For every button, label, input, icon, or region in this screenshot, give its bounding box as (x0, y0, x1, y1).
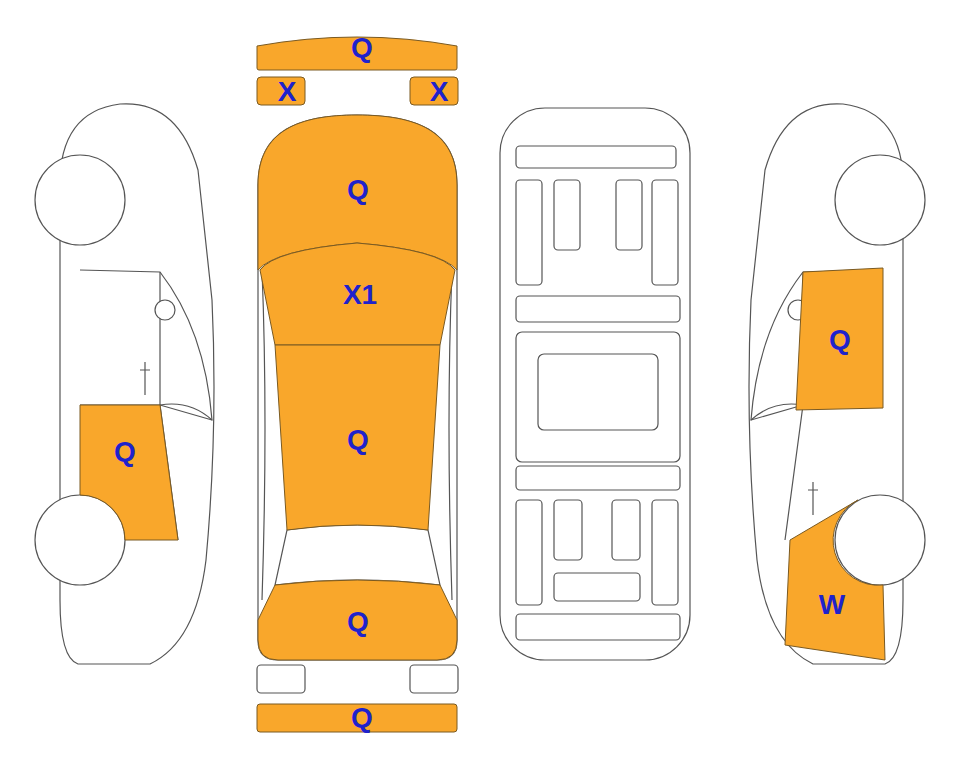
underbody-part (516, 296, 680, 322)
mirror (155, 300, 175, 320)
wheel (835, 495, 925, 585)
headlight: X (255, 75, 307, 107)
windshield-panel: X1 (260, 241, 454, 347)
rear-light (410, 665, 458, 693)
damage-fill (410, 77, 458, 105)
underbody-part (652, 180, 678, 285)
wheel (835, 155, 925, 245)
underbody-part (554, 573, 640, 601)
damage-fill (260, 243, 455, 345)
underbody-part (652, 500, 678, 605)
damage-fill (796, 268, 883, 410)
damage-code: X1 (343, 281, 377, 309)
damage-code: Q (351, 34, 373, 62)
panel-shape (783, 485, 887, 662)
rear-door-panel: Q (78, 403, 180, 542)
door-line (751, 404, 803, 420)
underbody-part (616, 180, 642, 250)
damage-fill (275, 345, 440, 530)
rear-window (275, 525, 440, 585)
damage-code: X (278, 78, 297, 106)
panel-shape (78, 403, 180, 542)
underbody-part (516, 500, 542, 605)
underbody-part (612, 500, 640, 560)
front-door-panel: Q (793, 266, 885, 412)
trunk-panel: Q (256, 573, 459, 662)
damage-code: Q (351, 704, 373, 732)
damage-code: Q (347, 426, 369, 454)
underbody-part (516, 466, 680, 490)
window-line (80, 270, 212, 420)
damage-code: X (430, 78, 449, 106)
damage-code: Q (347, 176, 369, 204)
door-line (160, 404, 212, 420)
rear-quarter-panel: W (783, 485, 887, 662)
damage-code: W (819, 591, 845, 619)
underbody-part (516, 180, 542, 285)
underbody-outline (500, 108, 690, 660)
front-bumper: Q (255, 30, 459, 72)
underbody-part (538, 354, 658, 430)
damage-fill (785, 500, 885, 660)
damage-fill (258, 580, 457, 660)
damage-fill (257, 704, 457, 732)
damage-code: Q (114, 438, 136, 466)
damage-fill (257, 77, 305, 105)
damage-code: Q (829, 326, 851, 354)
door-handle (808, 482, 818, 515)
underbody-part (554, 500, 582, 560)
car-top-outline (258, 115, 457, 660)
underbody-part (516, 614, 680, 640)
headlight: X (408, 75, 460, 107)
roof-panel: Q (273, 343, 442, 533)
underbody-part (516, 332, 680, 462)
underbody-part (516, 146, 676, 168)
rear-light (257, 665, 305, 693)
wheel (35, 155, 125, 245)
damage-code: Q (347, 608, 369, 636)
rear-bumper: Q (255, 702, 459, 734)
damage-fill (80, 405, 178, 540)
underbody-part (554, 180, 580, 250)
